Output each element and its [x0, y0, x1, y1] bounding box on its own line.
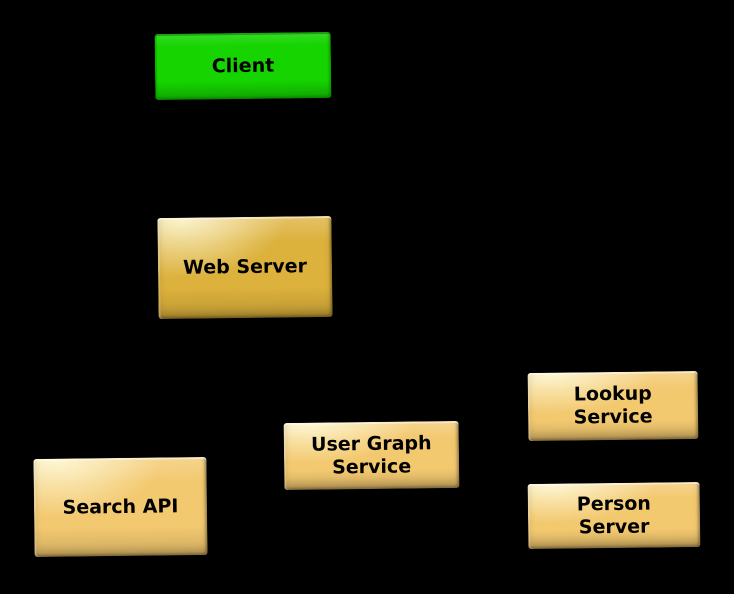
- node-lookup-service: Lookup Service: [527, 370, 699, 442]
- node-web-server-label: Web Server: [182, 255, 308, 279]
- node-search-api: Search API: [33, 456, 208, 558]
- node-user-graph-service: User Graph Service: [283, 420, 460, 491]
- node-web-server: Web Server: [157, 215, 333, 320]
- node-client: Client: [154, 31, 332, 101]
- node-search-api-label: Search API: [62, 494, 179, 519]
- node-client-label: Client: [211, 54, 275, 77]
- node-person-server: Person Server: [527, 481, 701, 550]
- node-user-graph-service-label: User Graph Service: [310, 431, 432, 478]
- node-person-server-label: Person Server: [576, 492, 652, 538]
- node-lookup-service-label: Lookup Service: [573, 382, 653, 429]
